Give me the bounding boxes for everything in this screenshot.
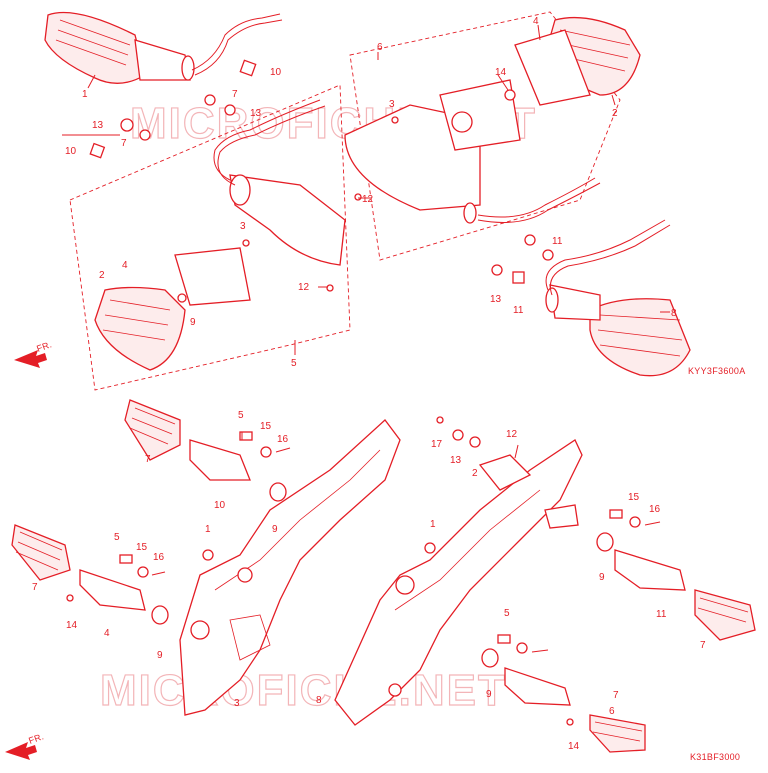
hardware-top xyxy=(89,59,554,303)
callout: 15 xyxy=(628,492,640,503)
callout: 13 xyxy=(450,455,462,466)
callout: 5 xyxy=(114,532,120,543)
winker-rear-right xyxy=(545,219,691,377)
callout: 7 xyxy=(32,582,38,593)
winker-body-rear xyxy=(344,79,601,224)
callout: 4 xyxy=(104,628,110,639)
callout: 16 xyxy=(649,504,661,515)
front-arrow-bottom: FR. xyxy=(5,731,45,760)
callout: 16 xyxy=(277,434,289,445)
callout: 9 xyxy=(486,689,492,700)
callout: 2 xyxy=(472,468,478,479)
callout: 7 xyxy=(232,89,238,100)
step-holder-4 xyxy=(79,569,146,611)
collar-9b xyxy=(151,605,169,625)
winker-lens-top-right xyxy=(514,16,641,106)
callout: 5 xyxy=(291,358,297,369)
assembly-frame-right xyxy=(349,11,621,261)
callout: 8 xyxy=(671,308,677,319)
fr-label-top: FR. xyxy=(35,339,53,354)
step-holder-11 xyxy=(614,549,686,591)
callout: 2 xyxy=(99,270,105,281)
footpeg-rear-right xyxy=(589,714,646,753)
callout: 7 xyxy=(145,454,151,465)
callouts-top: 1 2 2 3 3 4 4 5 6 7 7 8 9 10 10 11 11 12… xyxy=(65,16,677,369)
assembly-frame-left xyxy=(69,84,351,391)
callout: 13 xyxy=(92,120,104,131)
callout: 1 xyxy=(82,89,88,100)
step-holder-6 xyxy=(504,667,571,706)
footpeg-front-left xyxy=(124,399,181,461)
fr-label-bottom: FR. xyxy=(27,731,45,746)
callout: 9 xyxy=(272,524,278,535)
callout: 6 xyxy=(609,706,615,717)
callout: 1 xyxy=(205,524,211,535)
callout: 11 xyxy=(513,305,524,316)
diagram-code-bottom: K31BF3000 xyxy=(690,752,740,762)
diagram-code-top: KYY3F3600A xyxy=(688,366,746,376)
bracket-12 xyxy=(478,454,532,491)
callout: 14 xyxy=(568,741,580,752)
callout: 16 xyxy=(153,552,165,563)
leader-lines xyxy=(62,24,670,459)
callout: 1 xyxy=(430,519,436,530)
callout: 12 xyxy=(362,194,374,205)
footpeg-rear-left xyxy=(11,524,71,581)
callout: 5 xyxy=(238,410,244,421)
collar-9c xyxy=(596,532,614,552)
callout: 10 xyxy=(214,500,226,511)
step-stay-left xyxy=(179,419,401,716)
winker-front-left xyxy=(44,11,283,84)
callout: 7 xyxy=(613,690,619,701)
callout: 6 xyxy=(377,42,383,53)
callout: 14 xyxy=(495,67,507,78)
callout: 9 xyxy=(190,317,196,328)
front-arrow-top: FR. xyxy=(14,339,53,368)
callout: 14 xyxy=(66,620,78,631)
callout: 3 xyxy=(389,99,395,110)
callout: 13 xyxy=(490,294,502,305)
callout: 10 xyxy=(270,67,282,78)
callouts-bottom: 1 1 2 3 4 5 5 5 6 7 7 7 7 8 9 9 9 9 10 1… xyxy=(32,410,706,752)
callout: 17 xyxy=(431,439,443,450)
callout: 10 xyxy=(65,146,77,157)
collar-9d xyxy=(481,648,499,668)
footpeg-front-right xyxy=(694,589,756,641)
callout: 3 xyxy=(234,698,240,709)
callout: 11 xyxy=(552,236,563,247)
hardware-bottom xyxy=(66,416,661,726)
step-stay-right xyxy=(334,439,583,726)
callout: 9 xyxy=(599,572,605,583)
winker-assembly-left xyxy=(94,99,346,371)
callout: 7 xyxy=(121,138,127,149)
callout: 15 xyxy=(260,421,272,432)
watermark-bottom: MICROFICHE.NET xyxy=(100,666,507,715)
callout: 7 xyxy=(700,640,706,651)
step-holder-10 xyxy=(189,439,251,481)
callout: 2 xyxy=(612,108,618,119)
callout: 12 xyxy=(298,282,310,293)
callout: 11 xyxy=(656,609,667,620)
callout: 9 xyxy=(157,650,163,661)
callout: 8 xyxy=(316,695,322,706)
callout: 3 xyxy=(240,221,246,232)
callout: 5 xyxy=(504,608,510,619)
callout: 13 xyxy=(250,108,262,119)
callout: 4 xyxy=(122,260,128,271)
callout: 4 xyxy=(533,16,539,27)
callout: 12 xyxy=(506,429,518,440)
callout: 15 xyxy=(136,542,148,553)
collar-9a xyxy=(269,482,287,502)
